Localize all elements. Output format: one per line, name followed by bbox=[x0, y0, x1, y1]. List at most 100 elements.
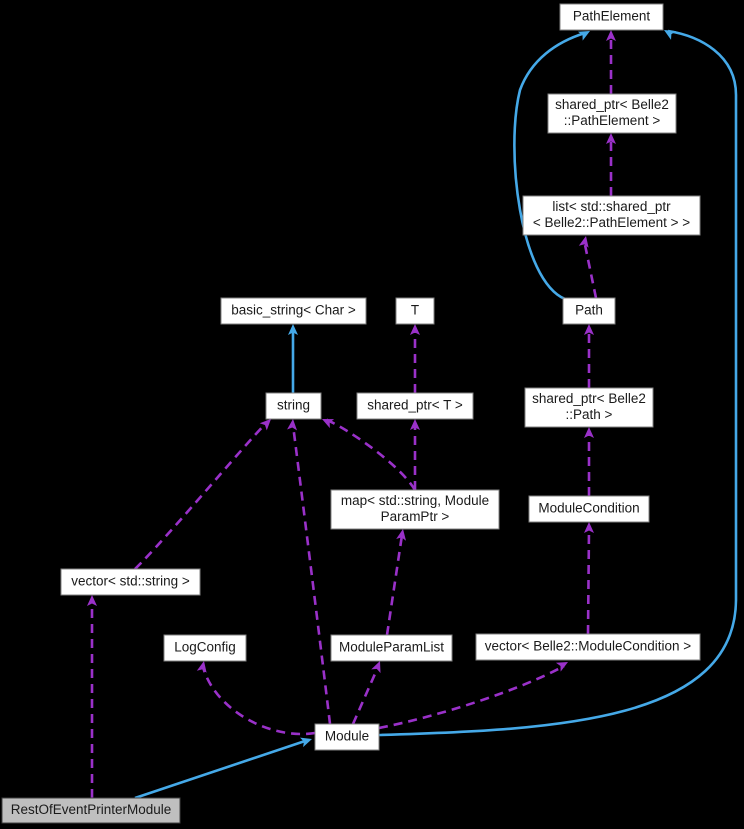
arrowhead bbox=[299, 737, 312, 748]
node-label-basicString: basic_string< Char > bbox=[231, 303, 356, 318]
node-label-sharedPtrPathElement: shared_ptr< Belle2 bbox=[555, 97, 669, 112]
arrowhead bbox=[371, 661, 381, 674]
node-box-sharedPtrT[interactable] bbox=[356, 392, 474, 420]
node-box-sharedPtrPath[interactable] bbox=[524, 387, 654, 428]
arrowhead bbox=[584, 427, 594, 438]
arrowhead-usage bbox=[410, 419, 420, 430]
node-RestOfEventPrinterModule[interactable]: RestOfEventPrinterModule bbox=[1, 797, 181, 824]
node-box-basicString[interactable] bbox=[220, 297, 367, 325]
arrowhead-usage bbox=[606, 30, 616, 41]
node-label-listSharedPtr: < Belle2::PathElement > > bbox=[533, 215, 690, 230]
node-ModuleCondition[interactable]: ModuleCondition bbox=[528, 495, 650, 523]
node-sharedPtrPathElement[interactable]: shared_ptr< Belle2::PathElement > bbox=[547, 93, 677, 134]
arrowhead-inheritance bbox=[577, 31, 590, 41]
node-label-ModuleCondition: ModuleCondition bbox=[538, 501, 639, 516]
arrowhead-inheritance bbox=[299, 737, 312, 748]
arrowhead-usage bbox=[259, 419, 271, 431]
edge-Module-to-PathElement bbox=[378, 29, 738, 737]
node-label-mapStringModuleParamPtr: map< std::string, Module bbox=[341, 493, 489, 508]
node-box-T[interactable] bbox=[395, 297, 435, 325]
arrowhead bbox=[606, 133, 616, 144]
edge-Path-to-PathElement bbox=[513, 31, 586, 301]
node-label-ModuleParamList: ModuleParamList bbox=[339, 640, 444, 655]
arrowhead bbox=[410, 419, 420, 430]
arrowhead bbox=[577, 31, 590, 41]
node-basicString[interactable]: basic_string< Char > bbox=[220, 297, 367, 325]
node-box-RestOfEventPrinterModule[interactable] bbox=[1, 797, 181, 824]
node-label-PathElement: PathElement bbox=[573, 9, 651, 24]
node-label-LogConfig: LogConfig bbox=[174, 640, 236, 655]
edge-Path-to-listSharedPtr bbox=[582, 239, 598, 299]
node-box-LogConfig[interactable] bbox=[163, 634, 247, 662]
arrowhead-usage bbox=[87, 595, 97, 606]
arrowhead bbox=[584, 324, 594, 335]
node-box-vectorStdString[interactable] bbox=[60, 568, 201, 596]
arrowhead bbox=[259, 419, 271, 431]
arrowhead-usage bbox=[555, 662, 568, 672]
edge-vectorModuleCondition-to-ModuleCondition bbox=[586, 527, 591, 635]
node-string[interactable]: string bbox=[265, 392, 322, 420]
arrowhead-usage bbox=[287, 419, 298, 431]
node-label-Module: Module bbox=[325, 729, 369, 744]
node-box-vectorModuleCondition[interactable] bbox=[475, 633, 701, 661]
node-ModuleParamList[interactable]: ModuleParamList bbox=[330, 634, 453, 662]
node-sharedPtrPath[interactable]: shared_ptr< Belle2::Path > bbox=[524, 387, 654, 428]
node-box-ModuleParamList[interactable] bbox=[330, 634, 453, 662]
edge-Module-to-vectorModuleCondition bbox=[378, 664, 565, 730]
arrowhead bbox=[410, 324, 420, 335]
node-Module[interactable]: Module bbox=[314, 723, 380, 751]
node-label-string: string bbox=[277, 398, 310, 413]
node-label-vectorStdString: vector< std::string > bbox=[71, 574, 190, 589]
arrowhead-usage bbox=[584, 427, 594, 438]
node-Path[interactable]: Path bbox=[562, 297, 616, 325]
node-box-PathElement[interactable] bbox=[559, 3, 664, 31]
node-box-Path[interactable] bbox=[562, 297, 616, 325]
node-PathElement[interactable]: PathElement bbox=[559, 3, 664, 31]
node-label-mapStringModuleParamPtr: ParamPtr > bbox=[381, 509, 450, 524]
node-sharedPtrT[interactable]: shared_ptr< T > bbox=[356, 392, 474, 420]
node-box-string[interactable] bbox=[265, 392, 322, 420]
node-label-sharedPtrT: shared_ptr< T > bbox=[367, 398, 463, 413]
node-label-vectorModuleCondition: vector< Belle2::ModuleCondition > bbox=[485, 639, 691, 654]
arrowhead-usage bbox=[606, 133, 616, 144]
arrowhead-usage bbox=[196, 661, 207, 673]
node-T[interactable]: T bbox=[395, 297, 435, 325]
node-listSharedPtr[interactable]: list< std::shared_ptr< Belle2::PathEleme… bbox=[522, 195, 701, 236]
edge-vectorStdString-to-string bbox=[134, 420, 269, 570]
node-vectorStdString[interactable]: vector< std::string > bbox=[60, 568, 201, 596]
arrowhead-usage bbox=[584, 324, 594, 335]
node-LogConfig[interactable]: LogConfig bbox=[163, 634, 247, 662]
edge-mapStringModuleParamPtr-to-string bbox=[324, 417, 417, 491]
arrowhead bbox=[288, 324, 298, 335]
edge-ModuleParamList-to-mapStringModuleParamPtr bbox=[385, 534, 404, 636]
node-box-ModuleCondition[interactable] bbox=[528, 495, 650, 523]
node-label-RestOfEventPrinterModule: RestOfEventPrinterModule bbox=[11, 802, 172, 817]
node-box-Module[interactable] bbox=[314, 723, 380, 751]
arrowhead bbox=[555, 662, 568, 672]
arrowhead bbox=[322, 419, 335, 429]
arrowhead-usage bbox=[584, 522, 594, 533]
arrowhead bbox=[396, 529, 407, 541]
edge-Module-to-ModuleParamList bbox=[351, 666, 380, 725]
arrowhead-usage bbox=[322, 419, 335, 429]
edges-layer bbox=[90, 29, 738, 800]
node-label-sharedPtrPath: ::Path > bbox=[566, 407, 613, 422]
arrowhead-usage bbox=[371, 661, 381, 674]
node-label-Path: Path bbox=[575, 303, 603, 318]
node-box-listSharedPtr[interactable] bbox=[522, 195, 701, 236]
arrowheads-layer bbox=[87, 30, 677, 748]
arrowhead bbox=[196, 661, 207, 673]
node-label-sharedPtrPathElement: ::PathElement > bbox=[564, 113, 661, 128]
node-label-sharedPtrPath: shared_ptr< Belle2 bbox=[532, 391, 646, 406]
arrowhead-usage bbox=[410, 324, 420, 335]
node-box-sharedPtrPathElement[interactable] bbox=[547, 93, 677, 134]
node-label-listSharedPtr: list< std::shared_ptr bbox=[552, 199, 671, 214]
arrowhead bbox=[87, 595, 97, 606]
arrowhead-inheritance bbox=[288, 324, 298, 335]
node-vectorModuleCondition[interactable]: vector< Belle2::ModuleCondition > bbox=[475, 633, 701, 661]
arrowhead bbox=[578, 236, 589, 248]
node-box-mapStringModuleParamPtr[interactable] bbox=[330, 489, 500, 530]
edge-Module-to-LogConfig bbox=[201, 666, 316, 736]
